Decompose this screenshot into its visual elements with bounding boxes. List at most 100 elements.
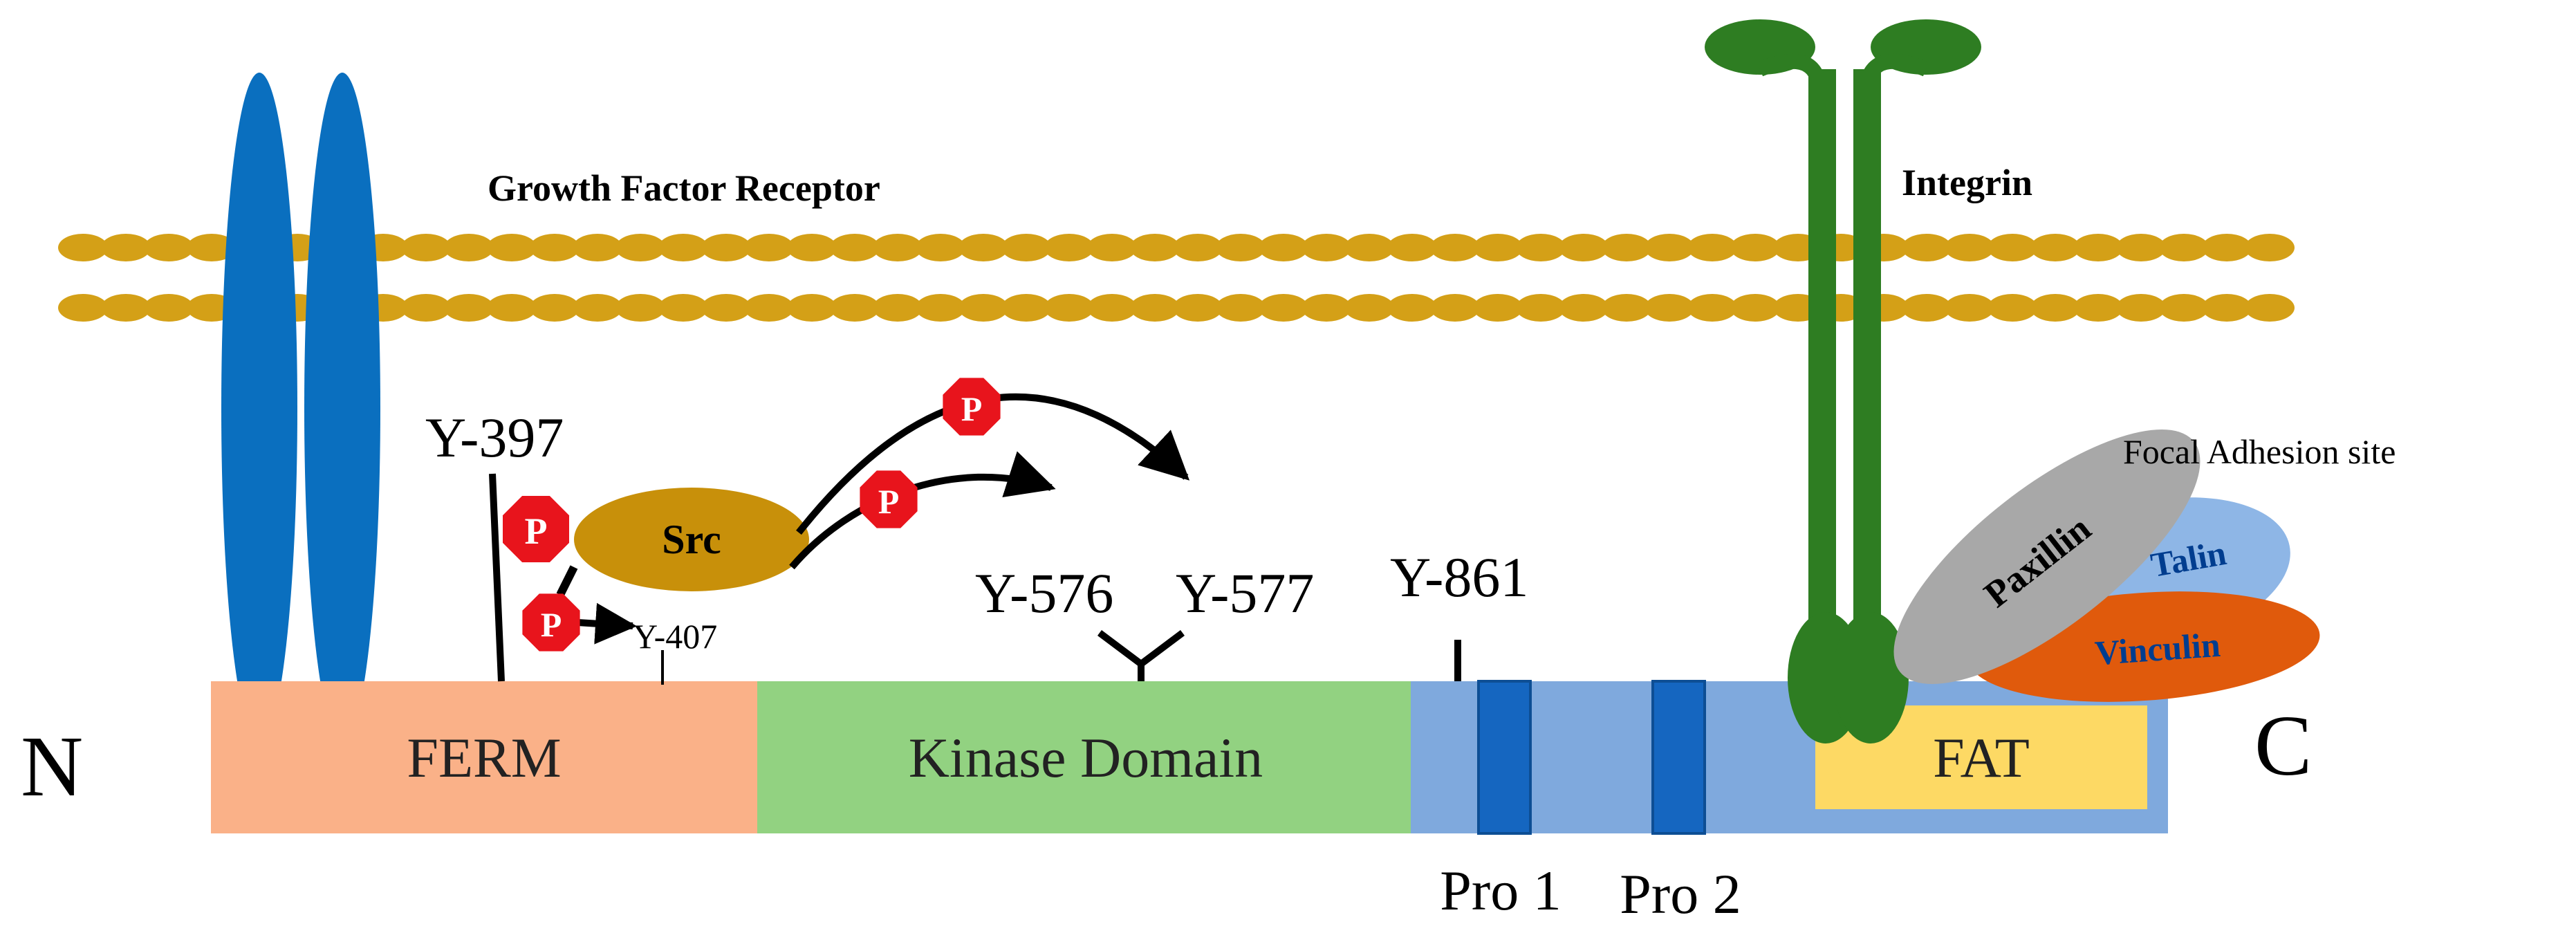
membrane-lipid-row-1 bbox=[830, 234, 880, 261]
phospho-y407-label: P bbox=[541, 605, 562, 644]
membrane-lipid-row-1 bbox=[1001, 234, 1051, 261]
membrane-lipid-row-2 bbox=[658, 294, 708, 322]
focal-adhesion-site-label: Focal Adhesion site bbox=[2123, 432, 2396, 471]
membrane-lipid-row-1 bbox=[658, 234, 708, 261]
membrane-lipid-row-1 bbox=[1173, 234, 1223, 261]
membrane-lipid-row-2 bbox=[1001, 294, 1051, 322]
membrane-lipid-row-1 bbox=[187, 234, 237, 261]
membrane-lipid-row-2 bbox=[1173, 294, 1223, 322]
paxillin-shape bbox=[1893, 429, 2200, 684]
ferm-label: FERM bbox=[407, 726, 561, 789]
phospho-y577-label: P bbox=[961, 389, 983, 428]
membrane-lipid-row-1 bbox=[2073, 234, 2123, 261]
membrane-lipid-row-1 bbox=[530, 234, 580, 261]
ferm-domain bbox=[211, 681, 757, 833]
membrane-lipid-row-1 bbox=[1387, 234, 1437, 261]
membrane-lipid-row-2 bbox=[830, 294, 880, 322]
membrane-lipid-row-2 bbox=[101, 294, 151, 322]
membrane-lipid-row-1 bbox=[1301, 234, 1351, 261]
membrane-lipid-row-2 bbox=[1516, 294, 1566, 322]
membrane-lipid-row-1 bbox=[787, 234, 837, 261]
membrane-lipid-row-2 bbox=[1301, 294, 1351, 322]
membrane-lipid-row-1 bbox=[487, 234, 537, 261]
n-terminus-label: N bbox=[21, 719, 83, 815]
membrane-lipid-row-1 bbox=[1987, 234, 2037, 261]
y576-label: Y-576 bbox=[975, 562, 1113, 625]
membrane-lipid-row-2 bbox=[1044, 294, 1094, 322]
phospho-y576-shape bbox=[860, 470, 918, 528]
phospho-y397-label: P bbox=[525, 510, 548, 552]
pro2-label: Pro 2 bbox=[1620, 862, 1741, 925]
pro1-label: Pro 1 bbox=[1440, 859, 1561, 922]
membrane-lipid-row-2 bbox=[1430, 294, 1480, 322]
vinculin-label: Vinculin bbox=[2093, 625, 2221, 673]
y397-tick bbox=[489, 473, 505, 682]
membrane-lipid-row-2 bbox=[958, 294, 1008, 322]
membrane-lipid-row-2 bbox=[1559, 294, 1609, 322]
membrane-lipid-row-2 bbox=[573, 294, 622, 322]
phospho-y407: P bbox=[522, 593, 580, 652]
membrane-lipid-row-1 bbox=[958, 234, 1008, 261]
membrane-lipid-row-2 bbox=[701, 294, 751, 322]
y576-y577-fork bbox=[1097, 630, 1185, 681]
membrane-lipid-row-1 bbox=[1473, 234, 1523, 261]
focal-adhesion-complex bbox=[1893, 429, 2320, 702]
integrin-stalk-left bbox=[1808, 69, 1836, 643]
phospho-y577-shape bbox=[943, 378, 1001, 436]
integrin-foot-right bbox=[1833, 612, 1909, 743]
membrane-lipid-row-1 bbox=[58, 234, 108, 261]
membrane-lipid-row-2 bbox=[401, 294, 451, 322]
phospho-y576: P bbox=[860, 470, 918, 528]
membrane-lipid-row-2 bbox=[1687, 294, 1737, 322]
membrane-lipid-row-1 bbox=[873, 234, 923, 261]
membrane-lipid-row-1 bbox=[444, 234, 494, 261]
membrane-lipid-row-2 bbox=[1987, 294, 2037, 322]
receptor-subunit-left bbox=[221, 73, 297, 743]
membrane-lipid-row-2 bbox=[1344, 294, 1394, 322]
membrane-lipid-row-2 bbox=[1730, 294, 1780, 322]
membrane-lipid-row-2 bbox=[1945, 294, 1994, 322]
phospho-y576-label: P bbox=[878, 482, 900, 521]
y861-label: Y-861 bbox=[1390, 546, 1528, 609]
cell-membrane bbox=[58, 234, 2295, 322]
phospho-y397-shape bbox=[503, 496, 569, 562]
membrane-lipid-row-2 bbox=[1387, 294, 1437, 322]
membrane-lipid-row-1 bbox=[2159, 234, 2209, 261]
membrane-lipid-row-1 bbox=[2202, 234, 2252, 261]
membrane-lipid-row-1 bbox=[1130, 234, 1180, 261]
membrane-lipid-row-1 bbox=[2116, 234, 2166, 261]
membrane-lipid-row-2 bbox=[1087, 294, 1137, 322]
membrane-lipid-row-1 bbox=[1259, 234, 1308, 261]
membrane-lipid-row-2 bbox=[2116, 294, 2166, 322]
membrane-lipid-row-2 bbox=[444, 294, 494, 322]
membrane-lipid-row-1 bbox=[144, 234, 194, 261]
growth-factor-receptor bbox=[221, 73, 380, 743]
membrane-lipid-row-2 bbox=[2159, 294, 2209, 322]
phospho-link bbox=[556, 565, 578, 597]
integrin-stalk-right bbox=[1853, 69, 1881, 643]
membrane-lipid-row-1 bbox=[1044, 234, 1094, 261]
proline-rich-region-1 bbox=[1477, 680, 1532, 835]
membrane-lipid-row-1 bbox=[573, 234, 622, 261]
y397-label: Y-397 bbox=[425, 406, 564, 469]
fak-protein-bar bbox=[211, 680, 2168, 835]
membrane-lipid-row-1 bbox=[1644, 234, 1694, 261]
membrane-lipid-row-2 bbox=[1902, 294, 1952, 322]
membrane-lipid-row-1 bbox=[2245, 234, 2295, 261]
membrane-lipid-row-2 bbox=[744, 294, 794, 322]
membrane-lipid-row-1 bbox=[1216, 234, 1266, 261]
receptor-subunit-right bbox=[304, 73, 380, 743]
membrane-lipid-row-2 bbox=[144, 294, 194, 322]
membrane-lipid-row-1 bbox=[1602, 234, 1651, 261]
membrane-lipid-row-2 bbox=[2030, 294, 2080, 322]
integrin-label: Integrin bbox=[1902, 162, 2032, 203]
fat-label: FAT bbox=[1933, 726, 2030, 789]
membrane-lipid-row-2 bbox=[916, 294, 965, 322]
growth-factor-receptor-label: Growth Factor Receptor bbox=[488, 167, 880, 209]
proline-rich-region-2 bbox=[1651, 680, 1706, 835]
membrane-lipid-row-1 bbox=[101, 234, 151, 261]
membrane-lipid-row-1 bbox=[744, 234, 794, 261]
kinase-domain bbox=[757, 681, 1411, 833]
